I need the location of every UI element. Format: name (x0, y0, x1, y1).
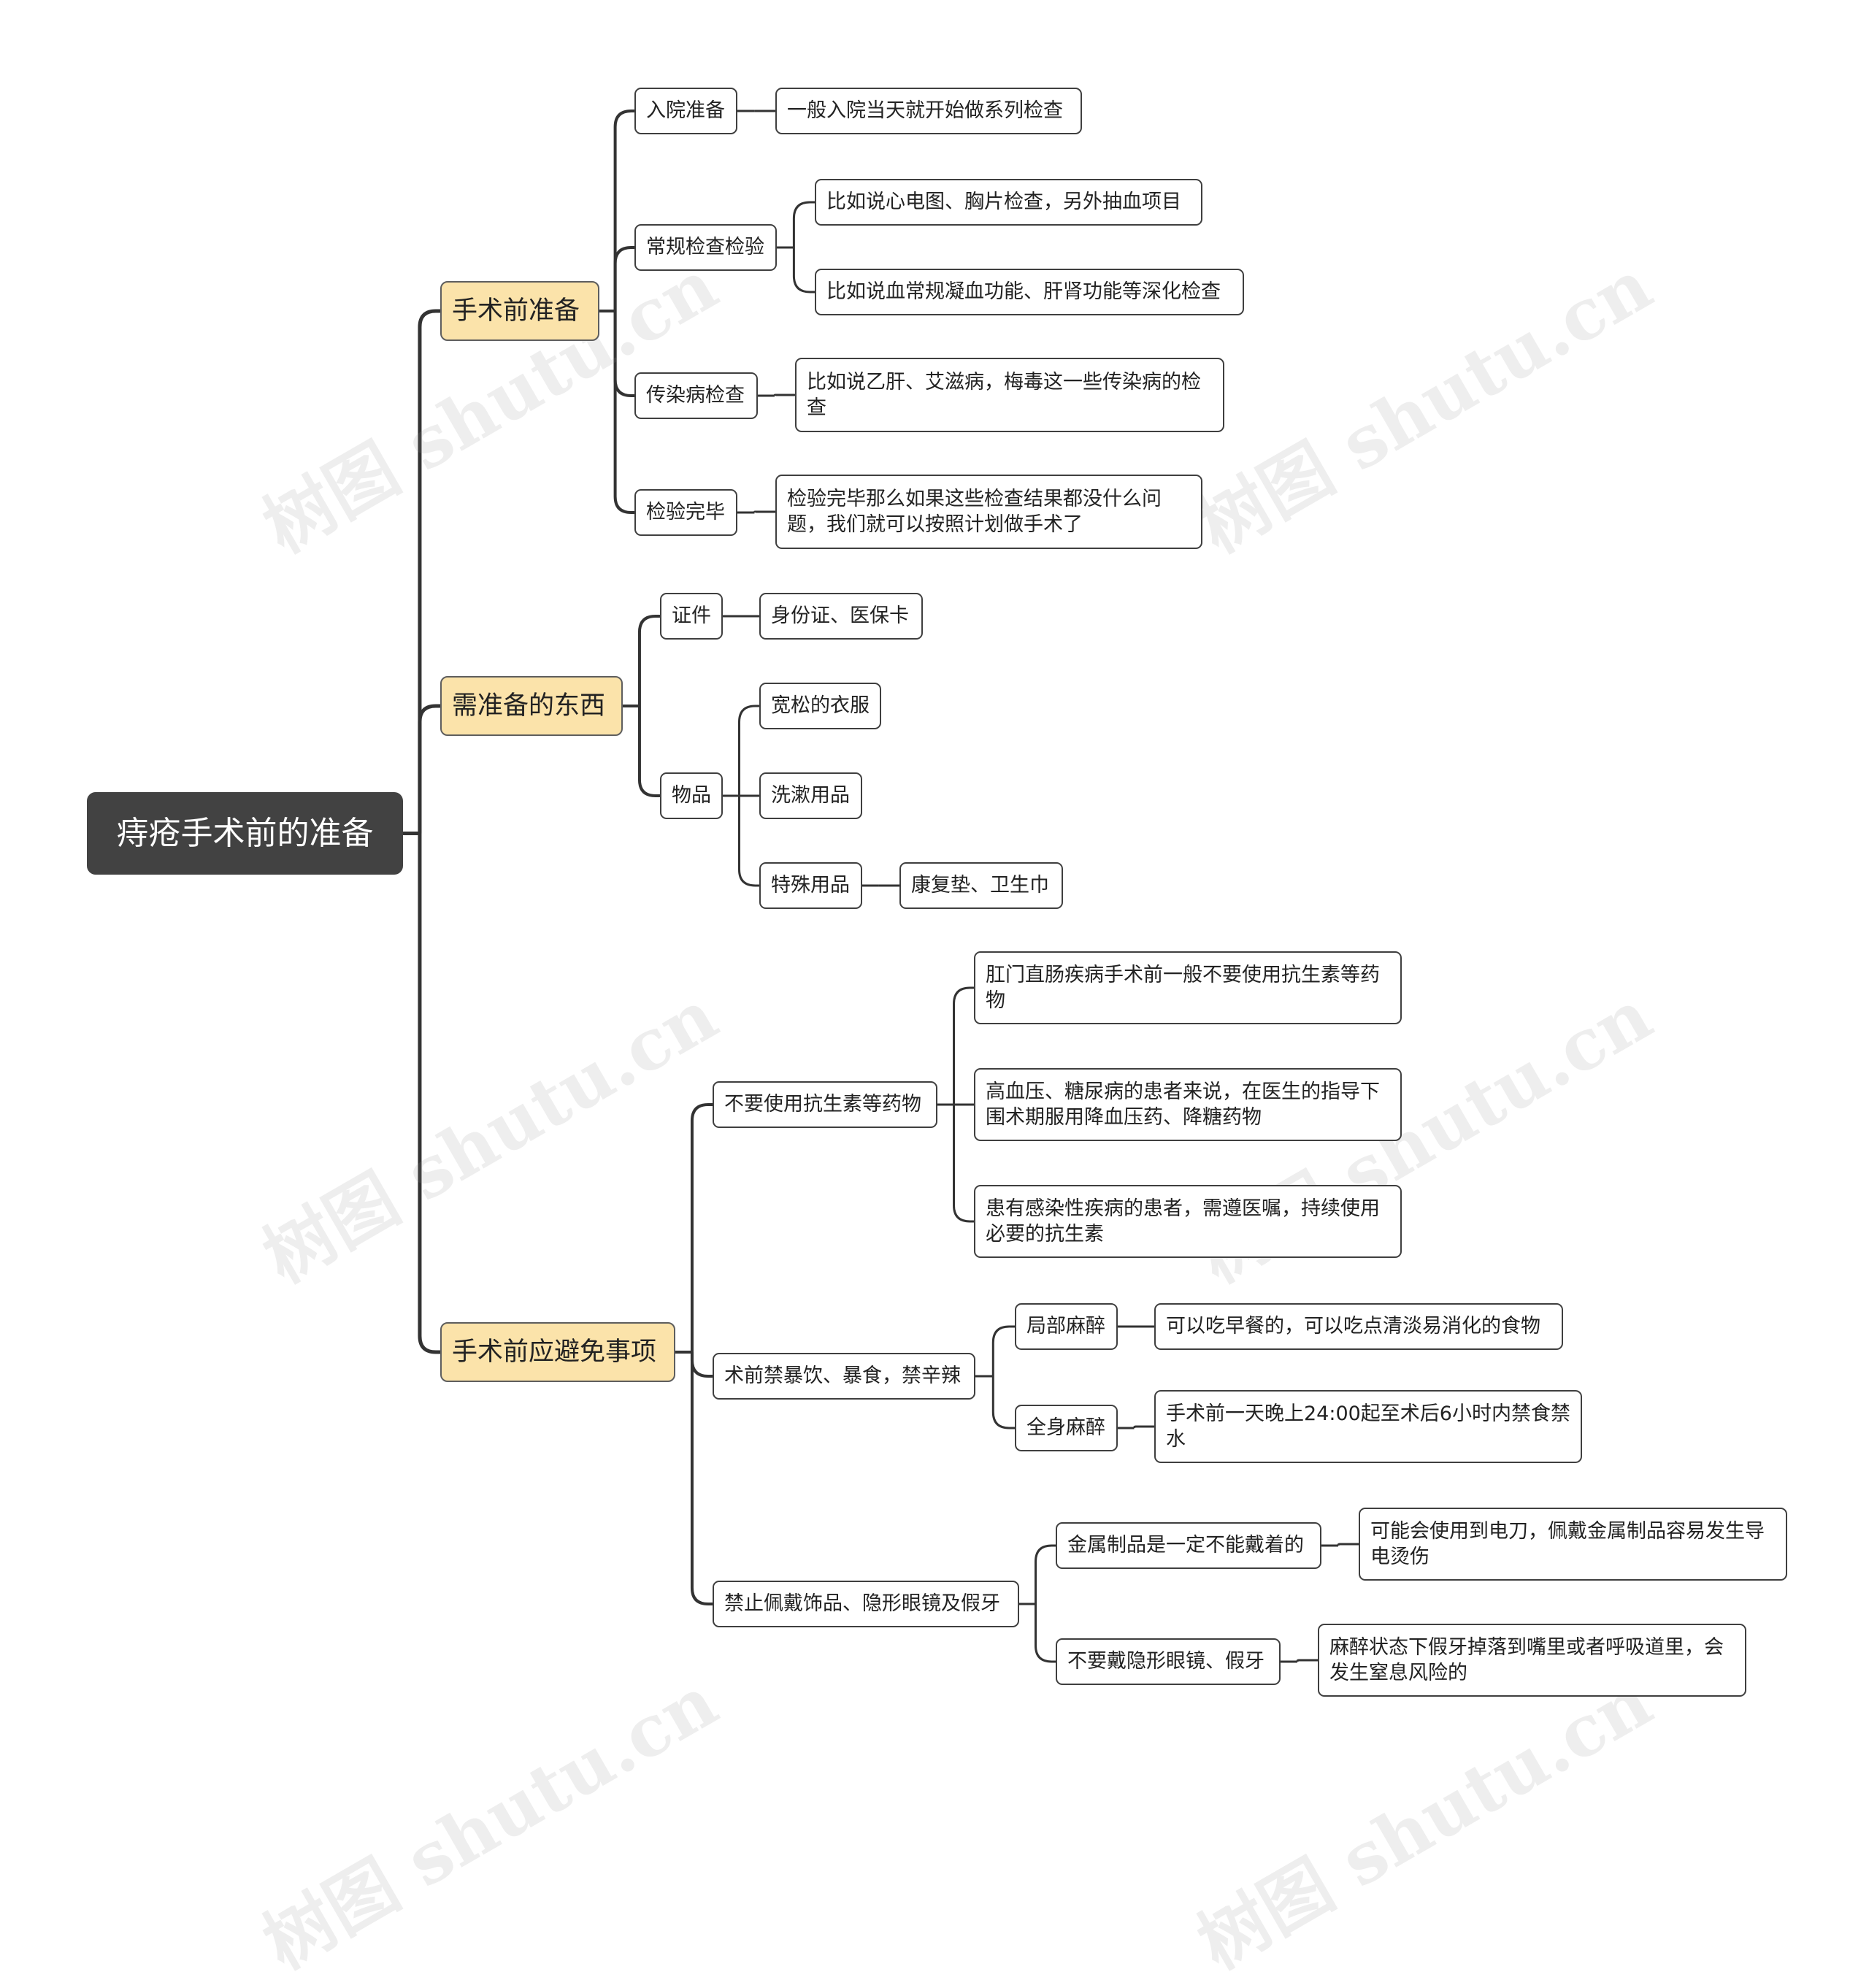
connector (991, 1325, 1015, 1376)
connector (1296, 1659, 1318, 1662)
node-general-anesthesia-detail[interactable]: 手术前一天晚上24:00起至术后6小时内禁食禁水 (1154, 1390, 1582, 1463)
node-infectious-detail[interactable]: 比如说乙肝、艾滋病，梅毒这一些传染病的检查 (795, 358, 1224, 432)
node-routine-detail-2[interactable]: 比如说血常规凝血功能、肝肾功能等深化检查 (815, 269, 1244, 315)
node-special-items[interactable]: 特殊用品 (759, 862, 862, 909)
connector (690, 1352, 713, 1378)
connector (690, 1103, 713, 1352)
connector (418, 704, 440, 834)
branch-avoid[interactable]: 手术前应避免事项 (440, 1322, 675, 1382)
node-metal-items-detail[interactable]: 可能会使用到电刀，佩戴金属制品容易发生导电烫伤 (1359, 1508, 1787, 1581)
connector (1035, 1604, 1056, 1663)
node-routine-check[interactable]: 常规检查检验 (634, 224, 777, 271)
connector (1035, 1544, 1056, 1604)
node-antibiotics-detail-3[interactable]: 患有感染性疾病的患者，需遵医嘱，持续使用必要的抗生素 (974, 1185, 1402, 1258)
connector (953, 1105, 974, 1223)
node-documents-detail[interactable]: 身份证、医保卡 (759, 593, 923, 640)
root-topic[interactable]: 痔疮手术前的准备 (87, 792, 403, 875)
node-goods[interactable]: 物品 (660, 772, 723, 819)
connector (690, 1352, 713, 1605)
node-check-done[interactable]: 检验完毕 (634, 489, 737, 536)
connector (613, 311, 634, 397)
node-no-antibiotics[interactable]: 不要使用抗生素等药物 (713, 1081, 937, 1128)
connector (637, 615, 660, 706)
node-clothes[interactable]: 宽松的衣服 (759, 683, 881, 729)
node-documents[interactable]: 证件 (660, 593, 723, 640)
connector (418, 833, 440, 1354)
connector (792, 247, 815, 293)
node-check-done-detail[interactable]: 检验完毕那么如果这些检查结果都没什么问题，我们就可以按照计划做手术了 (775, 475, 1202, 549)
node-routine-detail-1[interactable]: 比如说心电图、胸片检查，另外抽血项目 (815, 179, 1202, 226)
connector-lines (403, 110, 1359, 1663)
connector (753, 510, 775, 513)
node-no-contacts[interactable]: 不要戴隐形眼镜、假牙 (1056, 1638, 1281, 1685)
connector (637, 706, 660, 797)
connector (418, 309, 440, 834)
node-local-anesthesia[interactable]: 局部麻醉 (1015, 1303, 1118, 1350)
node-infectious-check[interactable]: 传染病检查 (634, 372, 758, 419)
branch-pre-op[interactable]: 手术前准备 (440, 281, 599, 341)
node-no-accessories[interactable]: 禁止佩戴饰品、隐形眼镜及假牙 (713, 1581, 1019, 1627)
connector (613, 311, 634, 514)
connector (773, 394, 795, 396)
connector (738, 705, 759, 796)
node-no-contacts-detail[interactable]: 麻醉状态下假牙掉落到嘴里或者呼吸道里，会发生窒息风险的 (1318, 1624, 1746, 1697)
connector (1337, 1543, 1359, 1546)
connector (613, 110, 634, 311)
node-admission[interactable]: 入院准备 (634, 88, 737, 134)
connector (738, 796, 759, 887)
node-toiletries[interactable]: 洗漱用品 (759, 772, 862, 819)
connector (613, 246, 634, 311)
node-antibiotics-detail-2[interactable]: 高血压、糖尿病的患者来说，在医生的指导下围术期服用降血压药、降糖药物 (974, 1068, 1402, 1141)
connector (1133, 1425, 1154, 1429)
node-local-anesthesia-detail[interactable]: 可以吃早餐的，可以吃点清淡易消化的食物 (1154, 1303, 1563, 1350)
connector (792, 201, 815, 247)
node-admission-detail[interactable]: 一般入院当天就开始做系列检查 (775, 88, 1082, 134)
connector (953, 986, 974, 1105)
node-metal-items[interactable]: 金属制品是一定不能戴着的 (1056, 1522, 1321, 1569)
node-antibiotics-detail-1[interactable]: 肛门直肠疾病手术前一般不要使用抗生素等药物 (974, 951, 1402, 1024)
node-diet[interactable]: 术前禁暴饮、暴食，禁辛辣 (713, 1353, 975, 1400)
connector (991, 1376, 1015, 1429)
node-general-anesthesia[interactable]: 全身麻醉 (1015, 1405, 1118, 1451)
node-special-items-detail[interactable]: 康复垫、卫生巾 (899, 862, 1063, 909)
branch-items[interactable]: 需准备的东西 (440, 676, 623, 736)
